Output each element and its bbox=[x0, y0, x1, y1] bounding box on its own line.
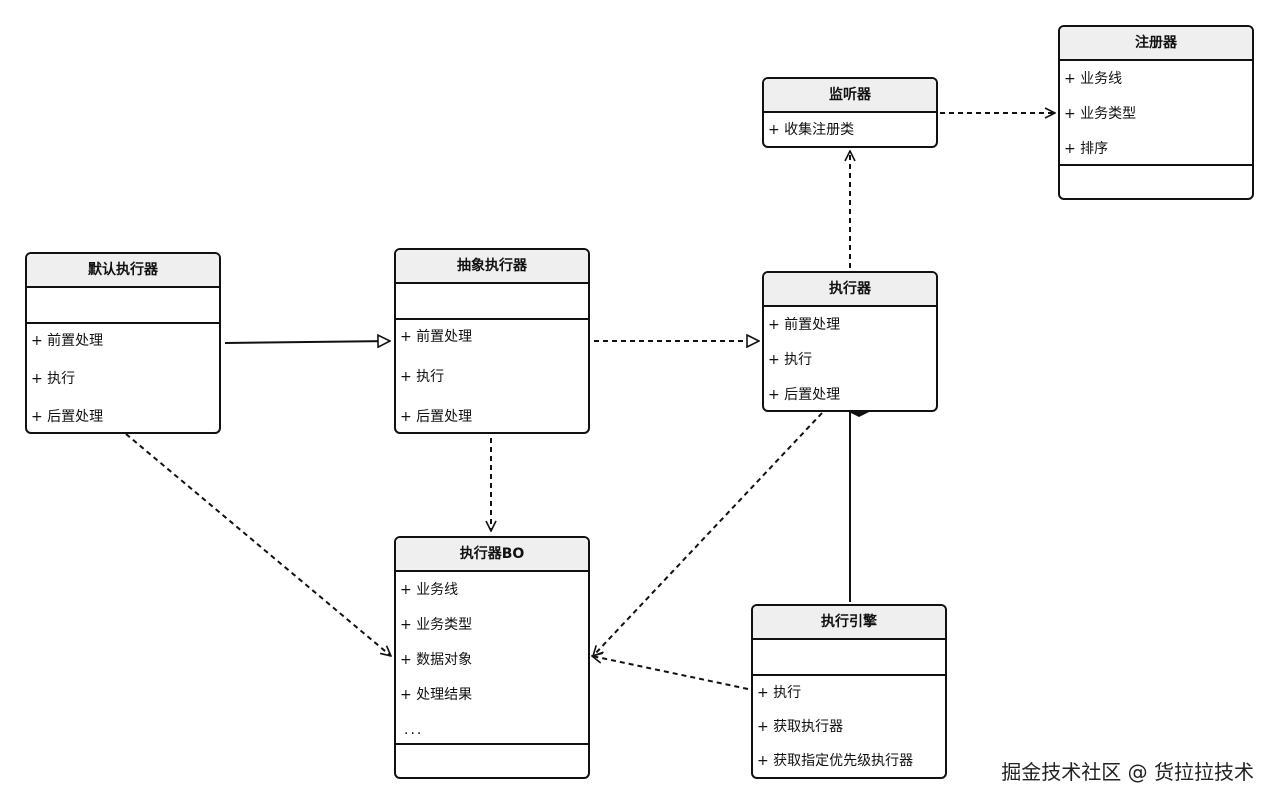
watermark-text: 掘金技术社区 @ 货拉拉技术 bbox=[997, 756, 1258, 785]
operations-section: + 前置处理 + 执行 + 后置处理 bbox=[396, 320, 588, 432]
attributes-section: + 业务线 + 业务类型 + 数据对象 + 处理结果 ... bbox=[396, 572, 588, 745]
operation-row: + 后置处理 bbox=[400, 409, 473, 425]
class-title: 默认执行器 bbox=[27, 254, 219, 288]
operation-row: + 获取执行器 bbox=[757, 719, 844, 735]
class-title: 执行器 bbox=[764, 273, 936, 307]
attribute-row: ... bbox=[404, 722, 424, 738]
class-title: 执行器BO bbox=[396, 538, 588, 572]
class-abstract-executor[interactable]: 抽象执行器 + 前置处理 + 执行 + 后置处理 bbox=[394, 248, 590, 434]
class-registrar[interactable]: 注册器 + 业务线 + 业务类型 + 排序 bbox=[1058, 25, 1254, 200]
operation-row: + 后置处理 bbox=[768, 387, 841, 403]
operation-row: + 执行 bbox=[400, 369, 445, 385]
edge-default-to-abstract bbox=[224, 341, 390, 343]
attributes-section bbox=[27, 288, 219, 324]
operations-section: + 业务线 + 业务类型 + 排序 bbox=[1060, 61, 1252, 166]
class-title: 抽象执行器 bbox=[396, 250, 588, 284]
operations-section: + 前置处理 + 执行 + 后置处理 bbox=[764, 307, 936, 410]
class-default-executor[interactable]: 默认执行器 + 前置处理 + 执行 + 后置处理 bbox=[25, 252, 221, 434]
operation-row: + 获取指定优先级执行器 bbox=[757, 753, 914, 769]
operation-row: + 执行 bbox=[768, 352, 813, 368]
attributes-section bbox=[753, 640, 945, 676]
operations-section: + 前置处理 + 执行 + 后置处理 bbox=[27, 324, 219, 432]
attribute-row: + 处理结果 bbox=[400, 687, 473, 703]
class-title: 执行引擎 bbox=[753, 606, 945, 640]
operation-row: + 排序 bbox=[1064, 141, 1109, 157]
operation-row: + 执行 bbox=[757, 685, 802, 701]
class-title: 注册器 bbox=[1060, 27, 1252, 61]
operation-row: + 前置处理 bbox=[768, 317, 841, 333]
operation-row: + 前置处理 bbox=[31, 333, 104, 349]
operation-row: + 收集注册类 bbox=[768, 122, 855, 138]
attribute-row: + 业务类型 bbox=[400, 617, 473, 633]
edge-engine-to-bo bbox=[592, 656, 749, 690]
edge-executor-to-bo bbox=[593, 412, 823, 656]
class-executor[interactable]: 执行器 + 前置处理 + 执行 + 后置处理 bbox=[762, 271, 938, 412]
attribute-row: + 数据对象 bbox=[400, 652, 473, 668]
operation-row: + 前置处理 bbox=[400, 329, 473, 345]
attributes-section bbox=[396, 284, 588, 320]
class-title: 监听器 bbox=[764, 79, 936, 113]
attribute-row: + 业务线 bbox=[400, 582, 459, 598]
operations-section: + 执行 + 获取执行器 + 获取指定优先级执行器 bbox=[753, 676, 945, 777]
operation-row: + 后置处理 bbox=[31, 409, 104, 425]
operation-row: + 业务类型 bbox=[1064, 106, 1137, 122]
class-listener[interactable]: 监听器 + 收集注册类 bbox=[762, 77, 938, 148]
operation-row: + 业务线 bbox=[1064, 71, 1123, 87]
class-execution-engine[interactable]: 执行引擎 + 执行 + 获取执行器 + 获取指定优先级执行器 bbox=[751, 604, 947, 779]
class-executor-bo[interactable]: 执行器BO + 业务线 + 业务类型 + 数据对象 + 处理结果 ... bbox=[394, 536, 590, 779]
operation-row: + 执行 bbox=[31, 371, 76, 387]
edge-default-to-bo bbox=[125, 433, 391, 656]
